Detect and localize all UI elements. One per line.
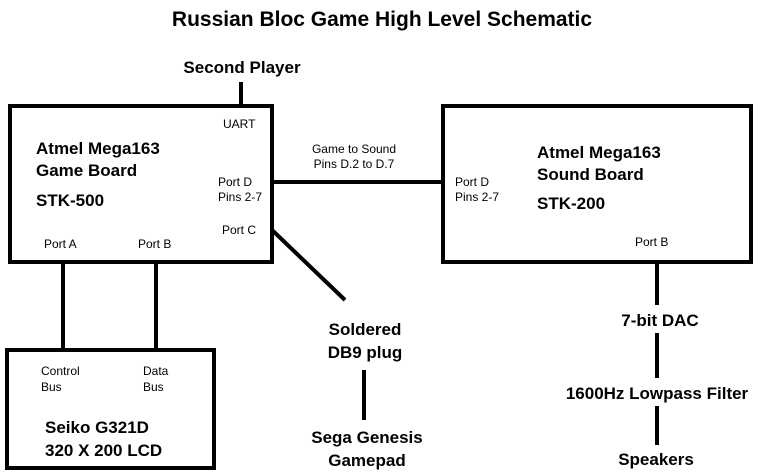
lcd-model-label: Seiko G321D	[45, 418, 149, 437]
port-c-to-db9-wire	[270, 228, 347, 302]
sound-board-chip-label: Atmel Mega163	[537, 143, 661, 162]
lcd-outline	[5, 348, 216, 470]
game-board-name-label: Game Board	[36, 161, 137, 180]
game-board-port-d-pins-label: Pins 2-7	[218, 190, 262, 204]
sound-board-port-d-pins-label: Pins 2-7	[455, 190, 499, 204]
port-a-label: Port A	[44, 237, 77, 251]
port-c-label: Port C	[222, 223, 256, 237]
diagram-title: Russian Bloc Game High Level Schematic	[172, 8, 592, 31]
control-bus-label-2: Bus	[41, 380, 62, 394]
game-board-chip-label: Atmel Mega163	[36, 139, 160, 158]
db9-plug-label: DB9 plug	[328, 343, 403, 362]
game-board-port-d-label: Port D	[218, 175, 252, 189]
db9-label: Soldered	[329, 320, 402, 339]
sound-board-outline	[441, 104, 753, 264]
game-to-sound-pins-label: Pins D.2 to D.7	[314, 157, 395, 171]
second-player-label: Second Player	[183, 58, 301, 77]
gamepad-label: Sega Genesis	[311, 428, 423, 447]
game-board-kit-label: STK-500	[36, 191, 104, 210]
game-to-sound-label: Game to Sound	[312, 142, 396, 156]
uart-label: UART	[223, 117, 256, 131]
lowpass-filter-label: 1600Hz Lowpass Filter	[566, 384, 749, 403]
sound-board-box: Atmel Mega163 Sound Board STK-200 Port D…	[441, 104, 753, 264]
sound-board-port-b-label: Port B	[635, 235, 668, 249]
connector-lines	[61, 82, 659, 445]
control-bus-label: Control	[41, 364, 80, 378]
dac-label: 7-bit DAC	[621, 311, 698, 330]
gamepad-label-2: Gamepad	[328, 451, 405, 470]
game-board-port-b-label: Port B	[138, 237, 171, 251]
lcd-box: Control Bus Data Bus Seiko G321D 320 X 2…	[5, 348, 216, 470]
speakers-label: Speakers	[618, 450, 694, 469]
game-board-box: Atmel Mega163 Game Board STK-500 UART Po…	[8, 104, 274, 264]
sound-board-name-label: Sound Board	[537, 165, 644, 184]
data-bus-label: Data	[143, 364, 169, 378]
game-board-outline	[8, 104, 274, 264]
sound-board-kit-label: STK-200	[537, 194, 605, 213]
lcd-resolution-label: 320 X 200 LCD	[45, 441, 162, 460]
data-bus-label-2: Bus	[143, 380, 164, 394]
sound-board-port-d-label: Port D	[455, 175, 489, 189]
